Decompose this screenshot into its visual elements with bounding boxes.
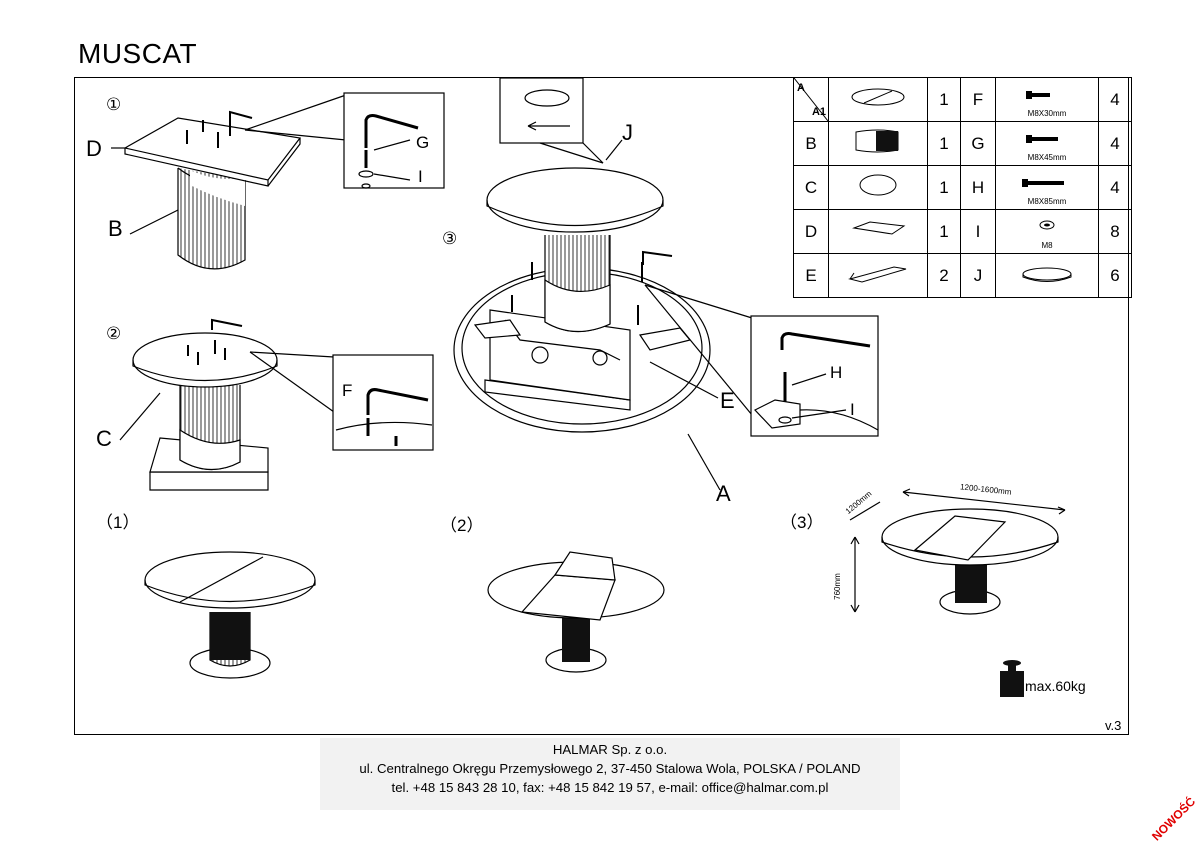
label-c: C: [96, 426, 112, 451]
qty-cell: 1: [927, 121, 961, 166]
company-contact: tel. +48 15 843 28 10, fax: +48 15 842 1…: [391, 780, 829, 795]
use3-drawing: [849, 488, 1066, 615]
part-id-cell: J: [960, 253, 996, 298]
part-id-cell: B: [793, 121, 829, 166]
bracket-icon: [848, 266, 907, 283]
company-footer: HALMAR Sp. z o.o. ul. Centralnego Okręgu…: [320, 738, 900, 810]
table-row: B 1 G M8X45mm 4: [793, 121, 1132, 166]
part-h-picture: M8X85mm: [995, 165, 1099, 210]
part-j-picture: [995, 253, 1099, 298]
washer-caption: M8: [1041, 241, 1053, 250]
label-a: A: [716, 481, 731, 506]
part-id-cell: E: [793, 253, 829, 298]
bolt-icon: [1026, 135, 1058, 143]
tabletop-icon: [851, 88, 905, 106]
step-marker-3: ③: [442, 229, 458, 248]
qty-cell: 1: [927, 77, 961, 122]
base-plate-icon: [859, 174, 897, 196]
instruction-frame: [74, 77, 1129, 735]
parts-table: A A1 1 F M8X30mm 4 B 1 G M8X45mm 4 C: [793, 77, 1132, 298]
qty-cell: 2: [927, 253, 961, 298]
table-row: A A1 1 F M8X30mm 4: [793, 77, 1132, 122]
version-label: v.3: [1105, 718, 1122, 733]
part-e-picture: [828, 253, 928, 298]
part-id-cell: D: [793, 209, 829, 254]
page-title: MUSCAT: [78, 38, 198, 69]
company-name: HALMAR Sp. z o.o.: [552, 742, 668, 757]
weight-icon: [1000, 660, 1024, 697]
pad-icon: [1022, 267, 1072, 282]
bolt-caption: M8X85mm: [1027, 197, 1067, 206]
label-i-step3: I: [850, 400, 855, 419]
label-h: H: [830, 363, 843, 382]
qty-cell: 1: [927, 165, 961, 210]
label-j: J: [622, 120, 633, 145]
bolt-caption: M8X45mm: [1027, 153, 1067, 162]
part-b-picture: [828, 121, 928, 166]
part-id-cell: H: [960, 165, 996, 210]
part-id-cell: A A1: [793, 77, 829, 122]
qty-cell: 4: [1098, 77, 1132, 122]
part-c-picture: [828, 165, 928, 210]
use-marker-2: （2）: [440, 516, 484, 535]
part-id-a: A: [797, 82, 805, 94]
use2-drawing: [487, 551, 665, 673]
dimension-height: 760mm: [832, 573, 842, 600]
part-g-picture: M8X45mm: [995, 121, 1099, 166]
diagonal-divider: [794, 78, 828, 121]
step2-drawing: [119, 318, 434, 491]
qty-cell: 4: [1098, 165, 1132, 210]
part-id-cell: F: [960, 77, 996, 122]
step-marker-1: ①: [106, 95, 122, 114]
qty-cell: 4: [1098, 121, 1132, 166]
part-id-a1: A1: [811, 106, 826, 118]
part-id-cell: C: [793, 165, 829, 210]
column-icon: [855, 129, 899, 153]
part-a-picture: [828, 77, 928, 122]
part-id-cell: G: [960, 121, 996, 166]
table-row: D 1 I M8 8: [793, 209, 1132, 254]
max-load-label: max.60kg: [1025, 678, 1086, 694]
table-row: C 1 H M8X85mm 4: [793, 165, 1132, 210]
label-f: F: [342, 381, 353, 400]
step-marker-2: ②: [106, 324, 122, 343]
label-g: G: [416, 133, 430, 152]
qty-cell: 6: [1098, 253, 1132, 298]
part-i-picture: M8: [995, 209, 1099, 254]
table-row: E 2 J 6: [793, 253, 1132, 298]
part-d-picture: [828, 209, 928, 254]
label-d: D: [86, 136, 102, 161]
step3-drawing: [453, 77, 879, 491]
label-i: I: [418, 167, 423, 186]
qty-cell: 8: [1098, 209, 1132, 254]
part-id-cell: I: [960, 209, 996, 254]
part-f-picture: M8X30mm: [995, 77, 1099, 122]
step1-drawing: [111, 92, 445, 270]
mounting-plate-icon: [852, 221, 906, 235]
use-marker-3: （3）: [780, 513, 824, 532]
label-b: B: [108, 216, 123, 241]
qty-cell: 1: [927, 209, 961, 254]
label-e: E: [720, 388, 735, 413]
bolt-caption: M8X30mm: [1027, 109, 1067, 118]
use-marker-1: （1）: [96, 513, 140, 532]
washer-icon: [1039, 220, 1055, 230]
bolt-icon: [1022, 179, 1064, 187]
company-address: ul. Centralnego Okręgu Przemysłowego 2, …: [359, 761, 861, 776]
use1-drawing: [144, 551, 316, 679]
bolt-icon: [1026, 91, 1050, 99]
